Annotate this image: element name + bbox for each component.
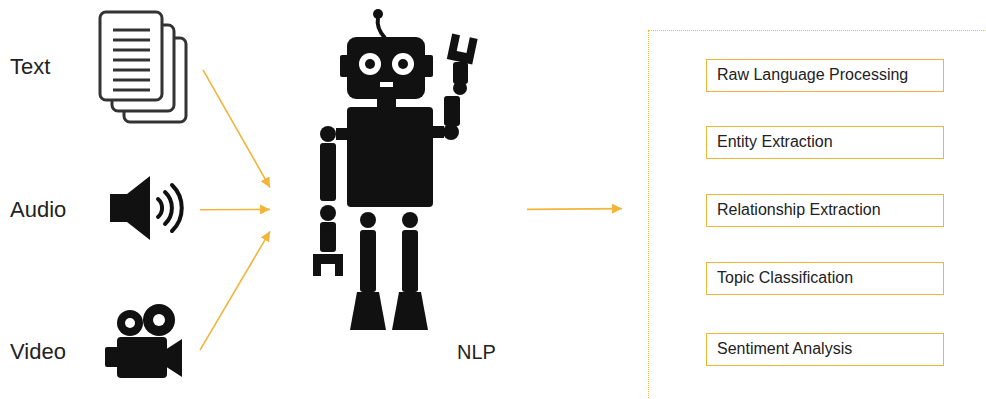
flow-arrow [527, 208, 622, 210]
robot-illustration-part [444, 96, 460, 126]
document-icon-part [100, 12, 162, 100]
task-label: Raw Language Processing [717, 60, 908, 90]
task-box: Topic Classification [706, 262, 944, 295]
camera-icon-part [117, 337, 167, 378]
robot-illustration-part [360, 212, 376, 228]
robot-illustration-part [432, 126, 444, 138]
robot-illustration-part [402, 212, 418, 228]
document-icon-part-part [113, 69, 150, 72]
task-box: Relationship Extraction [706, 194, 944, 227]
robot-illustration-part [377, 99, 396, 108]
speaker-icon-part-part [172, 185, 182, 231]
document-icon-part-part [113, 49, 150, 52]
camera-icon-part [105, 347, 119, 367]
source-label: Audio [10, 197, 66, 223]
flow-arrow [203, 70, 270, 188]
robot-illustration-part [402, 230, 418, 292]
robot-illustration-part [453, 62, 468, 84]
robot-illustration-part [373, 9, 383, 19]
task-label: Relationship Extraction [717, 195, 881, 225]
input-source: Audio [5, 170, 200, 245]
flow-arrow [200, 231, 270, 350]
robot-illustration-part [359, 53, 381, 75]
robot-illustration-part [320, 143, 336, 201]
robot-illustration-part [320, 126, 336, 142]
document-icon-part-part [113, 39, 150, 42]
camera-icon [105, 304, 182, 378]
output-group: Raw Language ProcessingEntity Extraction… [648, 30, 986, 399]
task-box: Entity Extraction [706, 126, 944, 159]
task-label: Topic Classification [717, 263, 853, 293]
robot-illustration-part [392, 53, 414, 75]
camera-icon-part [165, 339, 182, 377]
robot-illustration-part [347, 107, 433, 207]
document-icon-part-part [113, 59, 150, 62]
input-source: Text [5, 10, 200, 125]
speaker-icon-part-part [165, 192, 172, 224]
document-icon-part-part [113, 79, 150, 82]
nlp-robot: NLP [270, 5, 525, 370]
task-label: Sentiment Analysis [717, 334, 852, 364]
speaker-icon-part [158, 185, 182, 231]
robot-illustration-part [447, 34, 478, 65]
model-label: NLP [457, 340, 496, 364]
task-box: Raw Language Processing [706, 59, 944, 92]
robot-illustration-part [443, 124, 459, 140]
robot-illustration-part [360, 230, 376, 292]
robot-illustration-part [347, 37, 425, 99]
robot-illustration-part [365, 59, 375, 69]
task-box: Sentiment Analysis [706, 333, 944, 366]
input-source: Video [5, 300, 200, 385]
robot-illustration-part [398, 59, 408, 69]
document-icon-part-part [113, 89, 150, 92]
robot-illustration-part [313, 254, 343, 276]
document-icon-part-part [113, 29, 150, 32]
speaker-icon [110, 176, 182, 240]
robot-illustration-part [380, 82, 393, 87]
camera-icon-part [153, 314, 165, 326]
camera-icon-part [125, 318, 135, 328]
task-label: Entity Extraction [717, 127, 833, 157]
speaker-icon-part-part [158, 199, 162, 217]
robot-illustration-part [320, 222, 336, 252]
robot-illustration-part [350, 292, 386, 330]
robot-illustration-part [378, 18, 385, 38]
source-label: Video [10, 339, 66, 365]
speaker-icon-part [110, 176, 150, 240]
document-icon-part [113, 30, 150, 90]
robot-illustration-part [320, 205, 336, 221]
robot-illustration [313, 9, 478, 330]
robot-illustration-part [336, 128, 348, 140]
document-icon [100, 12, 186, 122]
flow-arrow [200, 209, 270, 211]
robot-illustration-part [392, 292, 428, 330]
camera-icon-part [117, 310, 143, 336]
source-label: Text [10, 54, 50, 80]
camera-icon-part [143, 304, 175, 336]
